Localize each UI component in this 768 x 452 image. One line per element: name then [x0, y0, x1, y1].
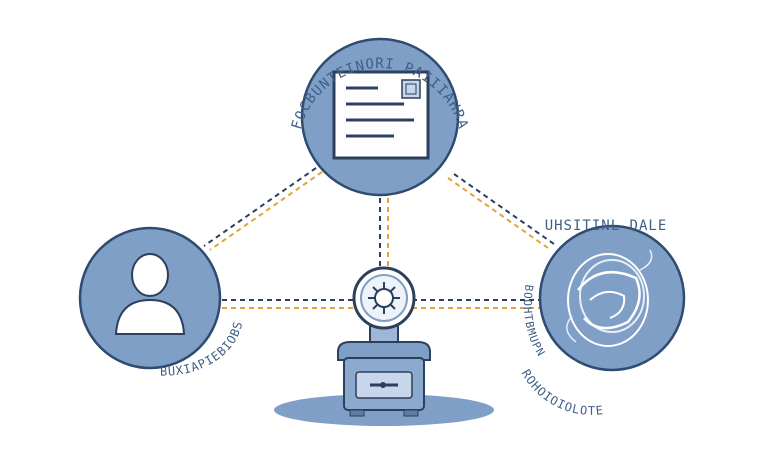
document-icon [332, 70, 430, 160]
vault-node [274, 266, 494, 426]
seal-bottom-label: ROHOIOIOLOTE [519, 367, 605, 418]
document-node: FOCBUNTEINORI PAIIIAHRA [289, 37, 470, 197]
connector-doc-seal [447, 173, 555, 249]
connector-vault-seal [412, 299, 540, 309]
user-icon [114, 253, 186, 335]
connector-doc-vault [379, 198, 389, 282]
connector-doc-person [203, 167, 323, 251]
seal-top-label: UHSITINL DALE [545, 218, 668, 234]
connector-person-vault [222, 299, 356, 309]
gear-dial-icon [352, 266, 416, 330]
wax-seal-icon [566, 249, 653, 347]
seal-node: UHSITINL DALE BOOHTBMUPN ROHOIOIOLOTE [519, 218, 686, 418]
person-node: BUXIAPIEBIOBS [78, 226, 244, 379]
safe-vault-icon [337, 325, 431, 417]
